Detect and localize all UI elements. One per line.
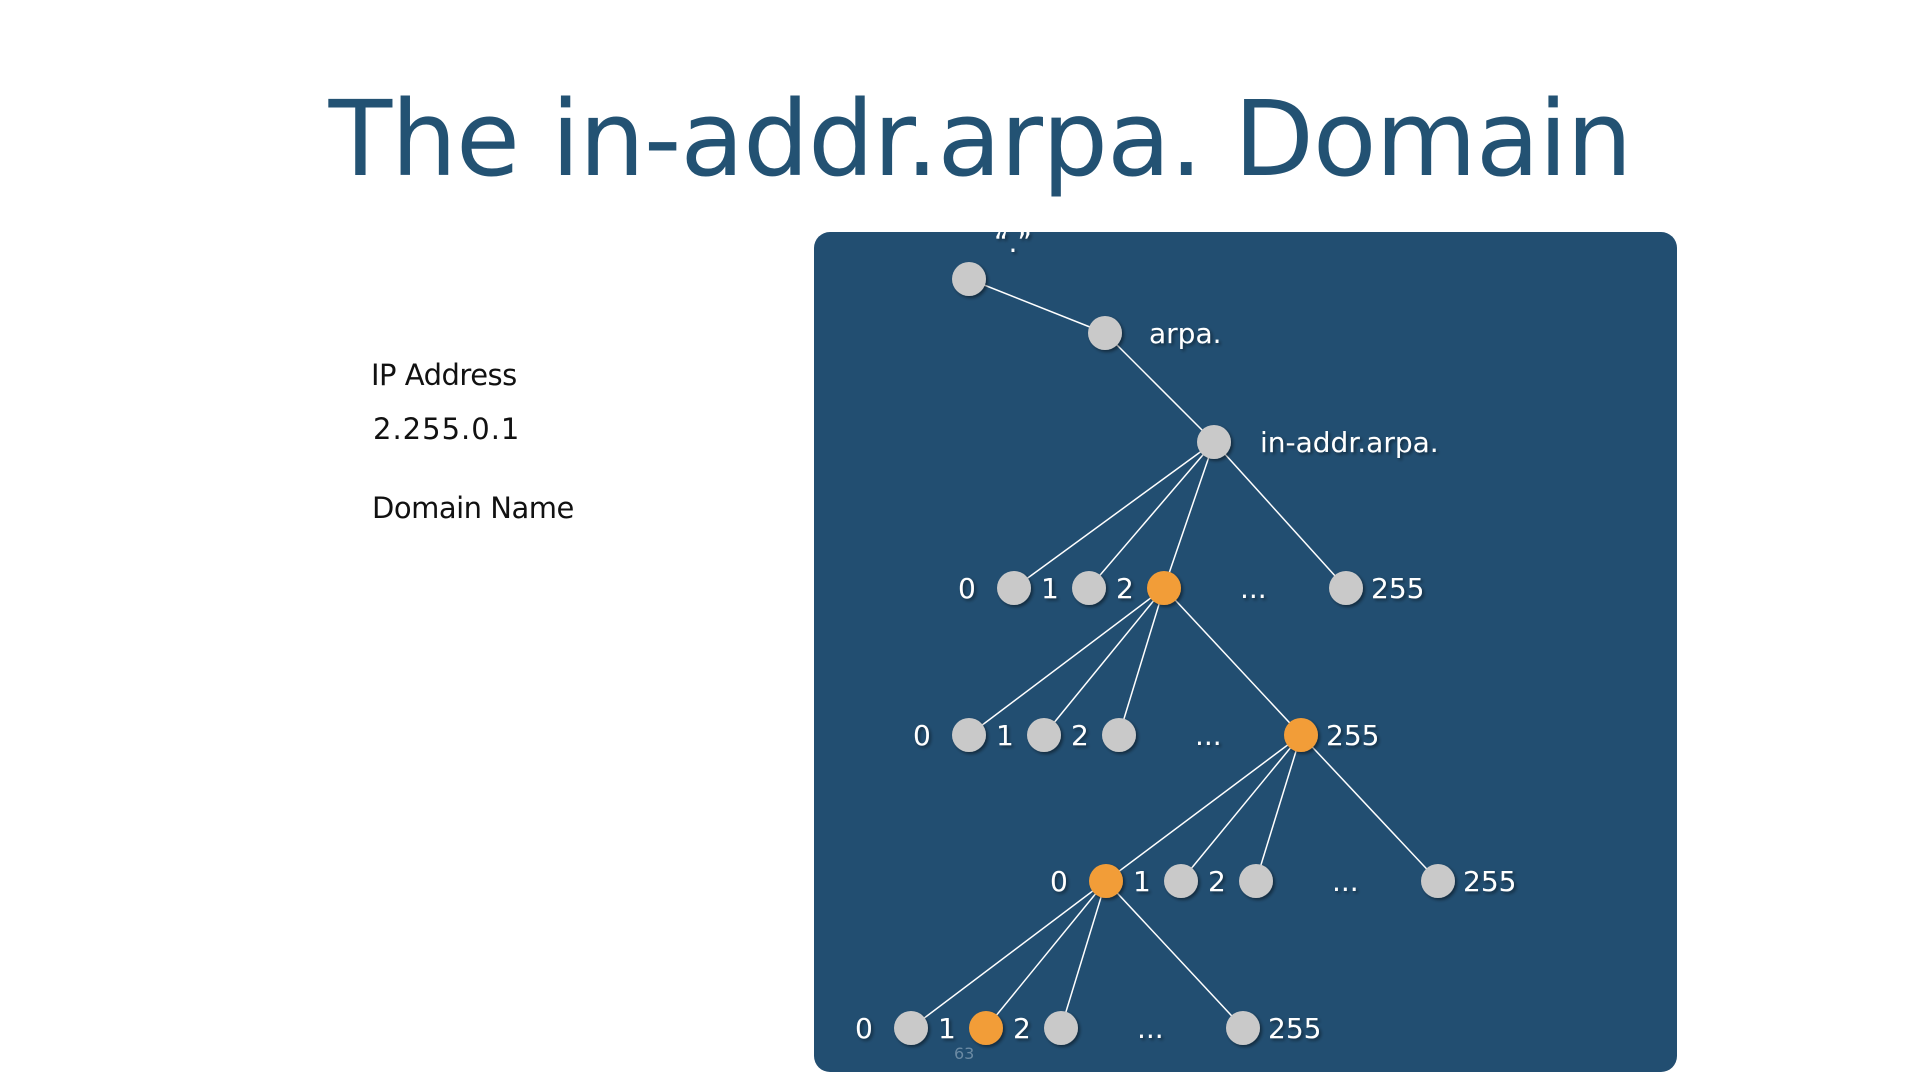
dns-tree-panel: “.” arpa. in-addr.arpa. 0 1 2 ... 255 0 … bbox=[814, 232, 1677, 1072]
level4-ellipsis: ... bbox=[1137, 1012, 1164, 1045]
node-inaddr bbox=[1197, 425, 1231, 459]
level1-label-1: 1 bbox=[1041, 572, 1059, 605]
level3-label-0: 0 bbox=[1050, 865, 1068, 898]
dns-tree-diagram: “.” arpa. in-addr.arpa. 0 1 2 ... 255 0 … bbox=[855, 232, 1516, 1063]
node-root bbox=[952, 262, 986, 296]
level4-node-1 bbox=[969, 1011, 1003, 1045]
edge-arpa-inaddr bbox=[1104, 332, 1215, 443]
level3-label-1: 1 bbox=[1133, 865, 1151, 898]
ip-address-value: 2.255.0.1 bbox=[373, 412, 521, 446]
tree-level-1: 0 1 2 ... 255 bbox=[958, 571, 1424, 605]
level4-node-0 bbox=[894, 1011, 928, 1045]
level3-node-0 bbox=[1089, 864, 1123, 898]
level2-label-0: 0 bbox=[913, 719, 931, 752]
level1-node-0 bbox=[997, 571, 1031, 605]
level2-node-255 bbox=[1284, 718, 1318, 752]
edge-l2-l3-255 bbox=[1300, 734, 1439, 882]
domain-name-label: Domain Name bbox=[372, 491, 574, 525]
level1-ellipsis: ... bbox=[1240, 572, 1267, 605]
level2-label-2: 2 bbox=[1071, 719, 1089, 752]
ip-address-label: IP Address bbox=[371, 358, 517, 392]
edge-l3-l4-2 bbox=[1060, 880, 1107, 1029]
tree-level-3: 0 1 2 ... 255 bbox=[1050, 864, 1516, 898]
level4-node-255 bbox=[1226, 1011, 1260, 1045]
tree-level-4: 0 1 2 ... 255 bbox=[855, 1011, 1321, 1045]
edge-inaddr-l1-0 bbox=[1013, 441, 1215, 589]
edge-root-arpa bbox=[968, 278, 1106, 334]
level2-ellipsis: ... bbox=[1195, 719, 1222, 752]
edge-l3-l4-0 bbox=[910, 880, 1107, 1029]
level3-label-255: 255 bbox=[1463, 865, 1516, 898]
level4-label-1: 1 bbox=[938, 1012, 956, 1045]
level3-node-1 bbox=[1164, 864, 1198, 898]
label-inaddr: in-addr.arpa. bbox=[1260, 426, 1439, 459]
edge-l2-l3-0 bbox=[1105, 734, 1302, 882]
edge-l1-l2-2 bbox=[1118, 587, 1165, 736]
slide-title: The in-addr.arpa. Domain bbox=[328, 78, 1633, 200]
edge-l1-l2-0 bbox=[968, 587, 1165, 736]
edge-inaddr-l1-255 bbox=[1213, 441, 1347, 589]
edge-l1-l2-255 bbox=[1163, 587, 1302, 736]
tree-edges bbox=[910, 278, 1439, 1029]
edge-l3-l4-1 bbox=[985, 880, 1107, 1029]
level3-ellipsis: ... bbox=[1332, 865, 1359, 898]
level3-node-255 bbox=[1421, 864, 1455, 898]
level1-label-255: 255 bbox=[1371, 572, 1424, 605]
edge-l2-l3-2 bbox=[1255, 734, 1302, 882]
level2-node-0 bbox=[952, 718, 986, 752]
level4-label-2: 2 bbox=[1013, 1012, 1031, 1045]
tree-level-2: 0 1 2 ... 255 bbox=[913, 718, 1379, 752]
level1-node-255 bbox=[1329, 571, 1363, 605]
level4-label-0: 0 bbox=[855, 1012, 873, 1045]
level4-label-255: 255 bbox=[1268, 1012, 1321, 1045]
edge-l1-l2-1 bbox=[1043, 587, 1165, 736]
level2-node-2 bbox=[1102, 718, 1136, 752]
page-number: 63 bbox=[954, 1044, 974, 1063]
level1-node-2 bbox=[1147, 571, 1181, 605]
level2-label-255: 255 bbox=[1326, 719, 1379, 752]
node-arpa bbox=[1088, 316, 1122, 350]
edge-inaddr-l1-1 bbox=[1088, 441, 1215, 589]
level2-label-1: 1 bbox=[996, 719, 1014, 752]
edge-l2-l3-1 bbox=[1180, 734, 1302, 882]
label-arpa: arpa. bbox=[1149, 317, 1222, 350]
level4-node-2 bbox=[1044, 1011, 1078, 1045]
edge-inaddr-l1-2 bbox=[1163, 441, 1215, 589]
label-root: “.” bbox=[994, 232, 1032, 259]
level3-label-2: 2 bbox=[1208, 865, 1226, 898]
level2-node-1 bbox=[1027, 718, 1061, 752]
level1-node-1 bbox=[1072, 571, 1106, 605]
level3-node-2 bbox=[1239, 864, 1273, 898]
level1-label-2: 2 bbox=[1116, 572, 1134, 605]
edge-l3-l4-255 bbox=[1105, 880, 1244, 1029]
level1-label-0: 0 bbox=[958, 572, 976, 605]
